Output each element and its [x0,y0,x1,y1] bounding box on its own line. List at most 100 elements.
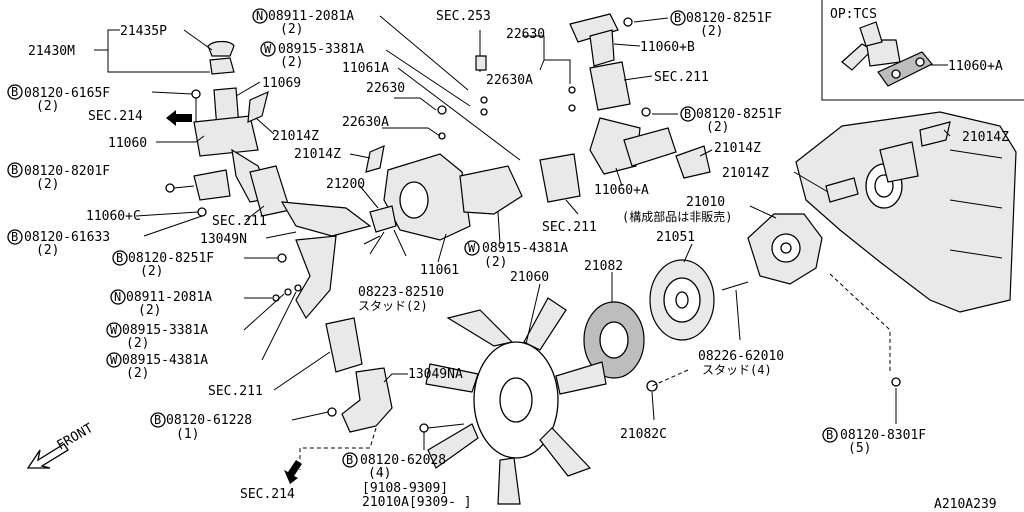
label-11060: 11060 [108,136,147,151]
label-21435P: 21435P [120,24,167,39]
label-range-9108-9309: [9108-9309] [362,481,448,496]
label-08223-82510: 08223-82510 [358,285,444,300]
pipe-11060A [589,117,641,175]
thermostat-21200 [369,205,397,233]
label-21014Z-center: 21014Z [294,147,341,162]
label-08120-8251F-mid-qty: (2) [706,120,729,135]
label-08120-8251F-mid: 08120-8251F [696,107,782,122]
cap-21435P [209,57,235,75]
label-11061A: 11061A [342,61,389,76]
flange-11060A [623,127,677,167]
bolt-marker: B [674,11,681,25]
label-21082: 21082 [584,259,623,274]
label-11060A: 11060+A [594,183,649,198]
label-11061: 11061 [420,263,459,278]
washer-marker: W [468,241,476,255]
bolt-8251F-mid [641,107,651,117]
bolt-marker: B [346,453,353,467]
nut-marker: N [256,9,263,23]
hose-clip-11069 [247,90,269,123]
bolt-8251F-top [623,17,633,27]
label-08911-2081A-top-qty: (2) [280,22,303,37]
sleeve-sec211b [325,317,363,373]
flange-11060B [569,13,619,43]
nut-21082C [646,380,658,392]
label-22630-center: 22630 [366,81,405,96]
nut-2081A-left [272,294,280,302]
label-21430M: 21430M [28,44,75,59]
label-11060C: 11060+C [86,209,141,224]
bolt-6165F [191,89,201,99]
hose-13049N [280,201,372,237]
label-21060: 21060 [510,270,549,285]
front-label: FRONT [55,421,97,454]
bolt-22630A-right [568,86,576,94]
label-08120-8251F-top: 08120-8251F [686,11,772,26]
label-08915-4381A-left: 08915-4381A [122,353,208,368]
outlet-group-right [539,13,711,203]
sensor-washer-1 [480,96,488,104]
label-08120-8301F: 08120-8301F [840,428,926,443]
washer-3381A-left [284,288,292,296]
label-08120-6165F-qty: (2) [36,99,59,114]
label-21200: 21200 [326,177,365,192]
label-08911-2081A-left-qty: (2) [138,303,161,318]
pipe-11060B [589,29,615,67]
label-21014Z-left: 21014Z [272,129,319,144]
label-08911-2081A-left: 08911-2081A [126,290,212,305]
label-08915-4381A-center: 08915-4381A [482,241,568,256]
label-sec211-c: SEC.211 [654,70,709,85]
label-13049N: 13049N [200,232,247,247]
bracket-11060C [193,169,231,201]
label-sec211-a: SEC.211 [212,214,267,229]
label-21082C: 21082C [620,427,667,442]
label-08120-61228: 08120-61228 [166,413,252,428]
inlet-housing-group [363,30,523,255]
sleeve-sec211a [249,165,291,217]
bolt-61633 [197,207,207,217]
label-21010: 21010 [686,195,725,210]
washer-marker: W [110,323,118,337]
label-08223-82510-qty: スタッド(2) [358,299,428,313]
pump-fan-group [419,213,901,505]
hose-bend [295,235,337,320]
label-08120-6165F: 08120-6165F [24,86,110,101]
bolt-marker: B [154,413,161,427]
leader-lines [94,15,951,450]
label-22630-right: 22630 [506,27,545,42]
nut-marker: N [114,290,121,304]
bolt-marker: B [826,428,833,442]
outlet-pipe [459,165,523,215]
label-08915-4381A-center-qty: (2) [484,255,507,270]
label-11069: 11069 [262,76,301,91]
label-08120-8301F-qty: (5) [848,441,871,456]
label-21014Z-right: 21014Z [714,141,761,156]
bolt-marker: B [684,107,691,121]
part-labels: 21430M 21435P 08120-6165F (2) 11069 SEC.… [24,9,1009,512]
front-arrow: FRONT [26,421,97,469]
bolt-marker: B [11,163,18,177]
label-08120-8251F-left-qty: (2) [140,264,163,279]
engine-outlet-21014Z [879,141,919,183]
label-21010-note: (構成部品は非販売) [622,209,732,224]
bolt-8201F [165,183,175,193]
bolt-marker: B [116,251,123,265]
bolt-62028 [419,423,429,433]
label-11060B: 11060+B [640,40,695,55]
option-box: OP:TCS 11060+A [821,0,1024,101]
clip-21014Z-block [825,177,859,203]
label-21010A-range: 21010A[9309- ] [362,495,472,510]
bolt-marker: B [11,230,18,244]
label-08120-61633: 08120-61633 [24,230,110,245]
clip-21014Z-engine [919,121,951,147]
thermostat-housing-group [165,40,291,217]
label-08120-62028: 08120-62028 [360,453,446,468]
label-sec211-d: SEC.211 [542,220,597,235]
label-sec211-b: SEC.211 [208,384,263,399]
bolt-22630A-center [437,105,447,115]
sleeve-sec211d [539,153,581,203]
clip-21014Z-center [365,145,385,173]
washer-marker: W [264,42,272,56]
